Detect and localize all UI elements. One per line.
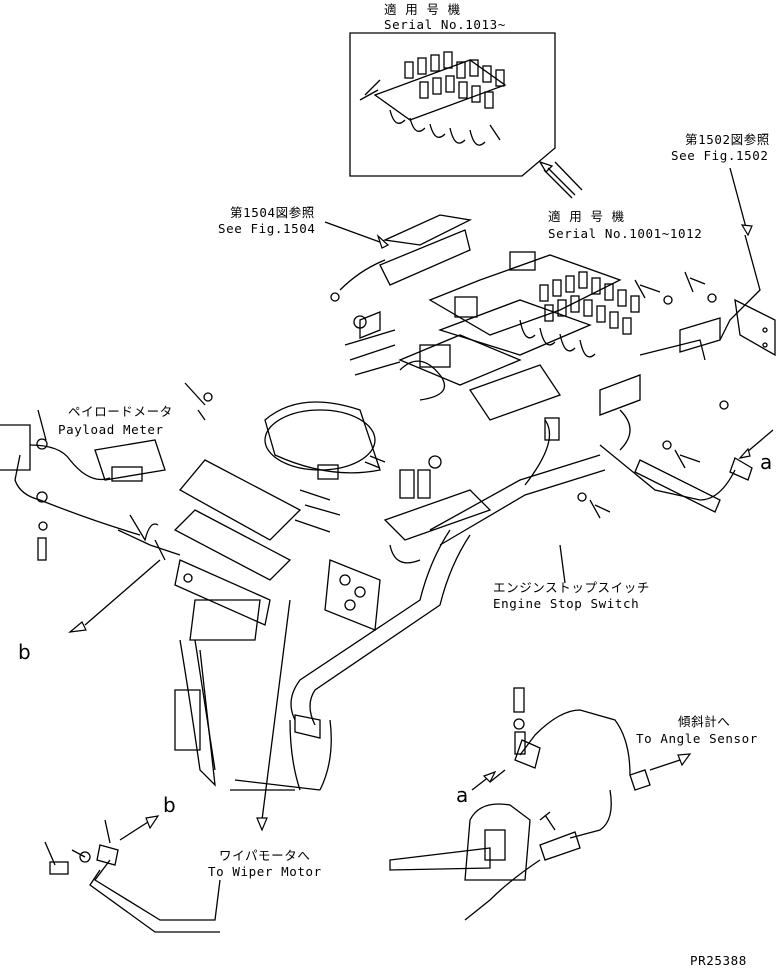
payload-jp-label: ペイロードメータ: [68, 404, 173, 419]
inset-box-serial-1013: [349, 32, 556, 177]
ref-a-lower-label: a: [456, 783, 469, 807]
ref-b-left-label: b: [18, 640, 32, 664]
ref-b-left-leader: [84, 559, 161, 626]
fig1502-jp-label: 第1502図参照: [685, 132, 770, 147]
fig1504-en-label: See Fig.1504: [218, 221, 316, 236]
ref-a-right-label: a: [760, 450, 773, 474]
engine-stop-switch-cluster: [383, 455, 492, 564]
fig1504-jp-label: 第1504図参照: [230, 205, 315, 220]
main-harness-upper: [330, 214, 622, 421]
angle-sensor-jp-label: 傾斜計へ: [678, 714, 731, 729]
angle-sensor-assembly: [389, 687, 651, 921]
main-harness-middle: [230, 417, 721, 791]
serial-upper-en-label: Serial No.1013~: [384, 17, 506, 32]
angle-sensor-en-label: To Angle Sensor: [636, 731, 758, 746]
wiper-leader: [261, 599, 291, 821]
connector-block-1001: [519, 271, 640, 358]
drawing-number: PR25388: [690, 953, 747, 968]
lower-bracket-assembly: [44, 819, 221, 933]
inset-pointer-arrow: [538, 160, 576, 196]
payload-en-label: Payload Meter: [58, 422, 164, 437]
engine-stop-leader: [559, 544, 566, 584]
serial-lower-jp-label: 適 用 号 機: [548, 209, 625, 224]
fig1502-leader: [729, 167, 749, 236]
fig1502-en-label: See Fig.1502: [671, 148, 769, 163]
engine-stop-jp-label: エンジンストップスイッチ: [493, 580, 650, 595]
serial-lower-en-label: Serial No.1001~1012: [548, 226, 703, 241]
wiper-en-label: To Wiper Motor: [208, 864, 322, 879]
ref-b-lower-leader: [119, 821, 149, 841]
wiper-jp-label: ワイパモータへ: [219, 848, 311, 863]
right-bracket-assembly: [599, 234, 776, 469]
payload-meter-assembly: [0, 382, 213, 561]
engine-stop-en-label: Engine Stop Switch: [493, 596, 640, 611]
dashboard-console: [149, 401, 386, 787]
serial-upper-jp-label: 適 用 号 機: [384, 2, 461, 17]
angle-sensor-leader: [649, 759, 681, 771]
fig1504-leader: [324, 221, 389, 246]
ref-b-lower-label: b: [163, 793, 177, 817]
